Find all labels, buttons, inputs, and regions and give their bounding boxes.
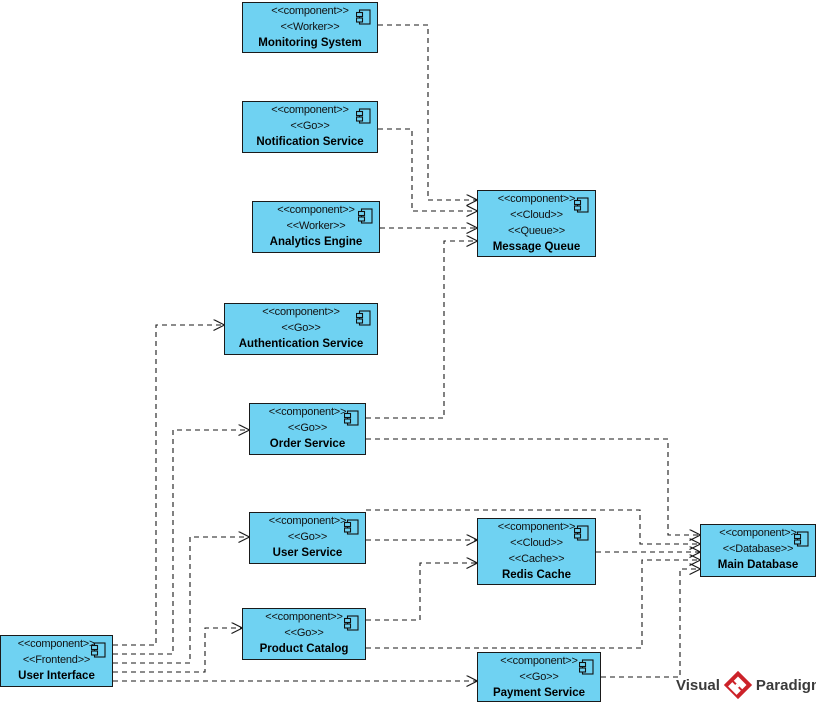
component-user-service[interactable]: <<component>> <<Go>> User Service <box>249 512 366 564</box>
component-icon <box>574 197 589 213</box>
component-name: User Interface <box>18 670 95 682</box>
component-stereotype: <<Go>> <box>519 671 559 683</box>
component-stereotype: <<Cloud>> <box>510 537 563 549</box>
component-notification-service[interactable]: <<component>> <<Go>> Notification Servic… <box>242 101 378 153</box>
component-payment-service[interactable]: <<component>> <<Go>> Payment Service <box>477 652 601 702</box>
edge-payment-service-to-main-database <box>601 569 700 678</box>
watermark-word-visual: Visual <box>676 676 720 694</box>
component-name: User Service <box>272 547 343 559</box>
edge-notification-service-to-message-queue <box>378 128 477 211</box>
edge-product-catalog-to-redis-cache <box>366 563 477 621</box>
component-product-catalog[interactable]: <<component>> <<Go>> Product Catalog <box>242 608 366 660</box>
component-stereotype: <<Worker>> <box>280 21 340 33</box>
component-icon <box>794 531 809 547</box>
component-authentication-service[interactable]: <<component>> <<Go>> Authentication Serv… <box>224 303 378 355</box>
component-stereotype: <<component>> <box>262 306 340 318</box>
component-stereotype: <<component>> <box>497 521 576 533</box>
component-name: Authentication Service <box>238 338 364 350</box>
component-name: Monitoring System <box>258 37 362 49</box>
component-name: Order Service <box>269 438 346 450</box>
component-user-interface[interactable]: <<component>> <<Frontend>> User Interfac… <box>0 635 113 687</box>
component-name: Message Queue <box>492 241 581 253</box>
component-icon <box>91 642 106 658</box>
component-icon <box>358 208 373 224</box>
edge-user-interface-to-user-service <box>113 537 249 664</box>
component-stereotype: <<Queue>> <box>508 225 565 237</box>
component-stereotype: <<Frontend>> <box>22 654 91 666</box>
component-stereotype: <<component>> <box>268 515 347 527</box>
component-monitoring-system[interactable]: <<component>> <<Worker>> Monitoring Syst… <box>242 2 378 53</box>
component-stereotype: <<Cache>> <box>508 553 565 565</box>
component-stereotype: <<component>> <box>271 104 349 116</box>
component-name: Product Catalog <box>259 643 349 655</box>
component-stereotype: <<Database>> <box>722 543 794 555</box>
component-stereotype: <<component>> <box>719 527 797 539</box>
watermark-word-paradigm: Paradigm <box>755 676 816 694</box>
component-stereotype: <<component>> <box>497 193 576 205</box>
component-stereotype: <<Go>> <box>287 422 328 434</box>
component-stereotype: <<Go>> <box>281 322 321 334</box>
component-name: Main Database <box>717 559 799 571</box>
component-icon <box>344 410 359 426</box>
component-stereotype: <<Cloud>> <box>510 209 563 221</box>
component-order-service[interactable]: <<component>> <<Go>> Order Service <box>249 403 366 455</box>
component-stereotype: <<Go>> <box>284 627 324 639</box>
component-stereotype: <<component>> <box>271 5 349 17</box>
component-name: Analytics Engine <box>269 236 363 248</box>
component-name: Redis Cache <box>501 569 572 581</box>
component-icon <box>579 659 594 675</box>
component-icon <box>344 519 359 535</box>
component-analytics-engine[interactable]: <<component>> <<Worker>> Analytics Engin… <box>252 201 380 253</box>
visual-paradigm-watermark: Visual Paradigm <box>676 670 816 700</box>
component-name: Notification Service <box>256 136 364 148</box>
component-main-database[interactable]: <<component>> <<Database>> Main Database <box>700 524 816 577</box>
component-stereotype: <<component>> <box>277 204 355 216</box>
component-stereotype: <<Go>> <box>290 120 330 132</box>
component-redis-cache[interactable]: <<component>> <<Cloud>> <<Cache>> Redis … <box>477 518 596 585</box>
component-stereotype: <<Go>> <box>287 531 328 543</box>
component-stereotype: <<component>> <box>500 655 578 667</box>
component-icon <box>574 525 589 541</box>
edge-user-interface-to-product-catalog <box>113 628 242 673</box>
edge-order-service-to-message-queue <box>366 241 477 419</box>
component-stereotype: <<component>> <box>17 638 96 650</box>
component-stereotype: <<component>> <box>265 611 343 623</box>
component-icon <box>356 310 371 326</box>
edge-monitoring-system-to-message-queue <box>378 24 477 200</box>
component-stereotype: <<component>> <box>268 406 347 418</box>
component-message-queue[interactable]: <<component>> <<Cloud>> <<Queue>> Messag… <box>477 190 596 257</box>
component-name: Payment Service <box>492 687 586 699</box>
edge-user-interface-to-authentication-service <box>113 325 224 646</box>
visual-paradigm-logo-icon <box>723 670 753 700</box>
edge-user-interface-to-order-service <box>113 430 249 655</box>
component-icon <box>356 9 371 25</box>
component-icon <box>356 108 371 124</box>
component-icon <box>344 615 359 631</box>
component-stereotype: <<Worker>> <box>286 220 346 232</box>
